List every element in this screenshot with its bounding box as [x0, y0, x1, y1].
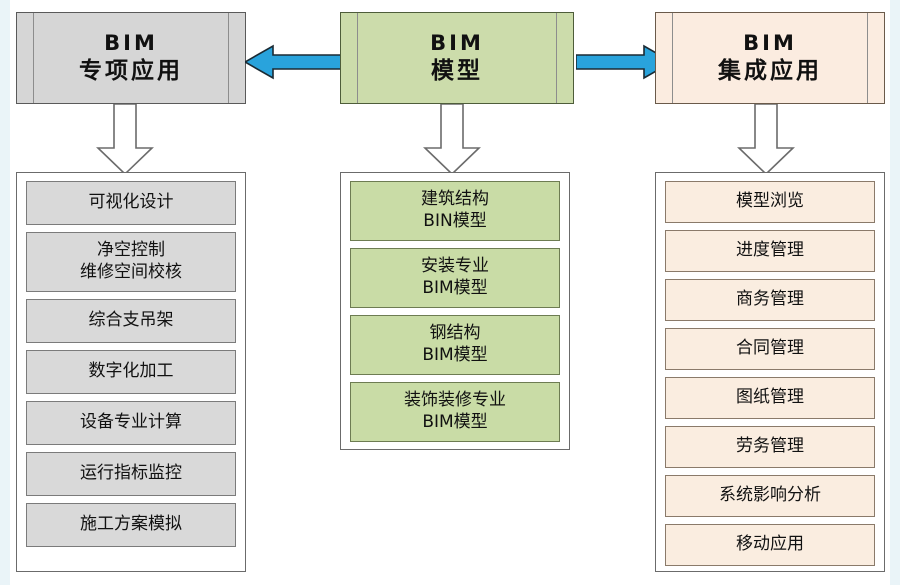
list-item[interactable]: 综合支吊架 — [26, 299, 236, 343]
list-item-line1: 可视化设计 — [88, 192, 174, 213]
header-band-left-2 — [228, 13, 229, 103]
header-band-middle-1 — [357, 13, 358, 103]
header-band-right-2 — [867, 13, 868, 103]
header-right-line2: 集成应用 — [718, 57, 822, 84]
list-item-line1: 安装专业 — [421, 256, 489, 277]
list-item-line1: 合同管理 — [736, 338, 804, 359]
list-container-middle: 建筑结构 BIN模型 安装专业 BIM模型 钢结构 BIM模型 装饰装修专业 B… — [340, 172, 570, 450]
header-box-right[interactable]: BIM 集成应用 — [655, 12, 885, 104]
list-item-line2: BIM模型 — [422, 412, 488, 432]
arrow-right-icon — [576, 44, 672, 80]
list-item[interactable]: 系统影响分析 — [665, 475, 875, 517]
list-item[interactable]: 可视化设计 — [26, 181, 236, 225]
list-item-line1: 进度管理 — [736, 240, 804, 261]
right-gutter — [890, 0, 900, 585]
header-middle-line2: 模型 — [431, 57, 483, 84]
list-item-line2: BIN模型 — [423, 211, 487, 231]
list-item[interactable]: 设备专业计算 — [26, 401, 236, 445]
list-item-line1: 装饰装修专业 — [404, 390, 506, 411]
header-band-left-1 — [33, 13, 34, 103]
arrow-left-icon — [245, 44, 341, 80]
list-item[interactable]: 图纸管理 — [665, 377, 875, 419]
list-item[interactable]: 数字化加工 — [26, 350, 236, 394]
arrow-down-icon-middle — [423, 104, 481, 176]
list-item-line1: 综合支吊架 — [88, 310, 174, 331]
list-item[interactable]: 合同管理 — [665, 328, 875, 370]
list-item-line1: 设备专业计算 — [80, 412, 182, 433]
list-item[interactable]: 施工方案模拟 — [26, 503, 236, 547]
list-item-line1: 图纸管理 — [736, 387, 804, 408]
list-item-line1: 钢结构 — [429, 323, 481, 344]
list-item-line1: 系统影响分析 — [719, 485, 821, 506]
list-item-line1: 移动应用 — [736, 534, 804, 555]
header-band-right-1 — [672, 13, 673, 103]
header-band-middle-2 — [556, 13, 557, 103]
list-item[interactable]: 移动应用 — [665, 524, 875, 566]
list-item[interactable]: 装饰装修专业 BIM模型 — [350, 382, 560, 442]
list-item-line2: BIM模型 — [422, 278, 488, 298]
header-middle-line1: BIM — [430, 31, 484, 56]
header-right-line1: BIM — [743, 31, 797, 56]
list-item[interactable]: 安装专业 BIM模型 — [350, 248, 560, 308]
list-container-left: 可视化设计 净空控制 维修空间校核 综合支吊架 数字化加工 设备专业计算 运行指… — [16, 172, 246, 572]
list-item[interactable]: 商务管理 — [665, 279, 875, 321]
header-left-line2: 专项应用 — [79, 57, 183, 84]
list-item[interactable]: 模型浏览 — [665, 181, 875, 223]
list-container-right: 模型浏览 进度管理 商务管理 合同管理 图纸管理 劳务管理 系统影响分析 移动应… — [655, 172, 885, 572]
list-item[interactable]: 建筑结构 BIN模型 — [350, 181, 560, 241]
list-item[interactable]: 劳务管理 — [665, 426, 875, 468]
header-box-left[interactable]: BIM 专项应用 — [16, 12, 246, 104]
list-item[interactable]: 运行指标监控 — [26, 452, 236, 496]
left-gutter — [0, 0, 10, 585]
header-left-line1: BIM — [104, 31, 158, 56]
list-item[interactable]: 净空控制 维修空间校核 — [26, 232, 236, 292]
list-item-line1: 模型浏览 — [736, 191, 804, 212]
list-item-line1: 数字化加工 — [88, 361, 174, 382]
list-item-line2: 维修空间校核 — [80, 262, 182, 282]
list-item-line2: BIM模型 — [422, 345, 488, 365]
list-item-line1: 净空控制 — [97, 240, 165, 261]
list-item-line1: 施工方案模拟 — [80, 514, 182, 535]
arrow-down-icon-right — [737, 104, 795, 176]
list-item[interactable]: 进度管理 — [665, 230, 875, 272]
list-item-line1: 劳务管理 — [736, 436, 804, 457]
list-item-line1: 运行指标监控 — [80, 463, 182, 484]
list-item[interactable]: 钢结构 BIM模型 — [350, 315, 560, 375]
arrow-down-icon-left — [96, 104, 154, 176]
list-item-line1: 建筑结构 — [421, 189, 489, 210]
list-item-line1: 商务管理 — [736, 289, 804, 310]
header-box-middle[interactable]: BIM 模型 — [340, 12, 574, 104]
